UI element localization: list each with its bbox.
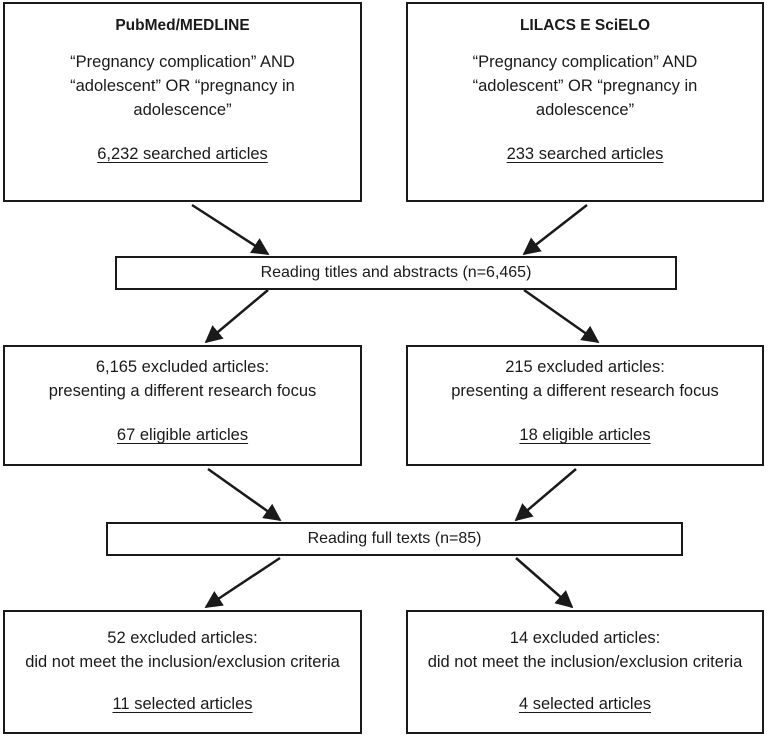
eligible-count: 67 eligible articles	[116, 426, 249, 444]
query-line: “adolescent” OR “pregnancy in	[70, 77, 295, 95]
arrow-left-screening-to-fulltext	[207, 467, 282, 522]
source-name: PubMed/MEDLINE	[115, 17, 250, 34]
source-box-pubmed: PubMed/MEDLINE “Pregnancy complication” …	[3, 2, 362, 202]
searched-count: 6,232 searched articles	[97, 145, 268, 163]
arrow-pubmed-to-titles	[191, 203, 270, 256]
step-reading-titles: Reading titles and abstracts (n=6,465)	[115, 256, 677, 290]
final-box-right: 14 excluded articles: did not meet the i…	[406, 610, 764, 734]
final-box-left: 52 excluded articles: did not meet the i…	[3, 610, 362, 734]
selected-count: 4 selected articles	[518, 695, 652, 713]
searched-count: 233 searched articles	[506, 145, 664, 163]
query-line: “adolescent” OR “pregnancy in	[472, 77, 698, 95]
exclusion-reason: did not meet the inclusion/exclusion cri…	[25, 653, 340, 671]
arrow-lilacs-to-titles	[522, 204, 588, 256]
query-line: “Pregnancy complication” AND	[472, 53, 698, 71]
screening-box-left: 6,165 excluded articles: presenting a di…	[3, 345, 362, 466]
query-line: adolescence”	[535, 101, 635, 119]
source-box-lilacs: LILACS E SciELO “Pregnancy complication”…	[406, 2, 764, 202]
excluded-count: 6,165 excluded articles:	[95, 358, 270, 376]
step-label: Reading full texts (n=85)	[307, 530, 482, 547]
arrow-right-screening-to-fulltext	[514, 468, 577, 522]
arrow-titles-to-left-screening	[204, 289, 269, 344]
exclusion-reason: presenting a different research focus	[451, 382, 719, 400]
screening-box-right: 215 excluded articles: presenting a diff…	[406, 345, 764, 466]
excluded-count: 215 excluded articles:	[505, 358, 665, 376]
excluded-count: 14 excluded articles:	[509, 629, 661, 647]
eligible-count: 18 eligible articles	[519, 426, 651, 444]
step-reading-full-texts: Reading full texts (n=85)	[106, 522, 683, 556]
excluded-count: 52 excluded articles:	[107, 629, 258, 647]
arrow-titles-to-right-screening	[523, 288, 600, 344]
step-label: Reading titles and abstracts (n=6,465)	[260, 264, 532, 281]
arrow-fulltext-to-right-final	[515, 557, 574, 609]
arrow-fulltext-to-left-final	[204, 556, 281, 609]
query-line: “Pregnancy complication” AND	[70, 53, 295, 71]
source-name: LILACS E SciELO	[519, 17, 651, 34]
selected-count: 11 selected articles	[112, 695, 253, 713]
query-line: adolescence”	[133, 101, 232, 119]
exclusion-reason: presenting a different research focus	[48, 382, 317, 400]
exclusion-reason: did not meet the inclusion/exclusion cri…	[427, 653, 743, 671]
